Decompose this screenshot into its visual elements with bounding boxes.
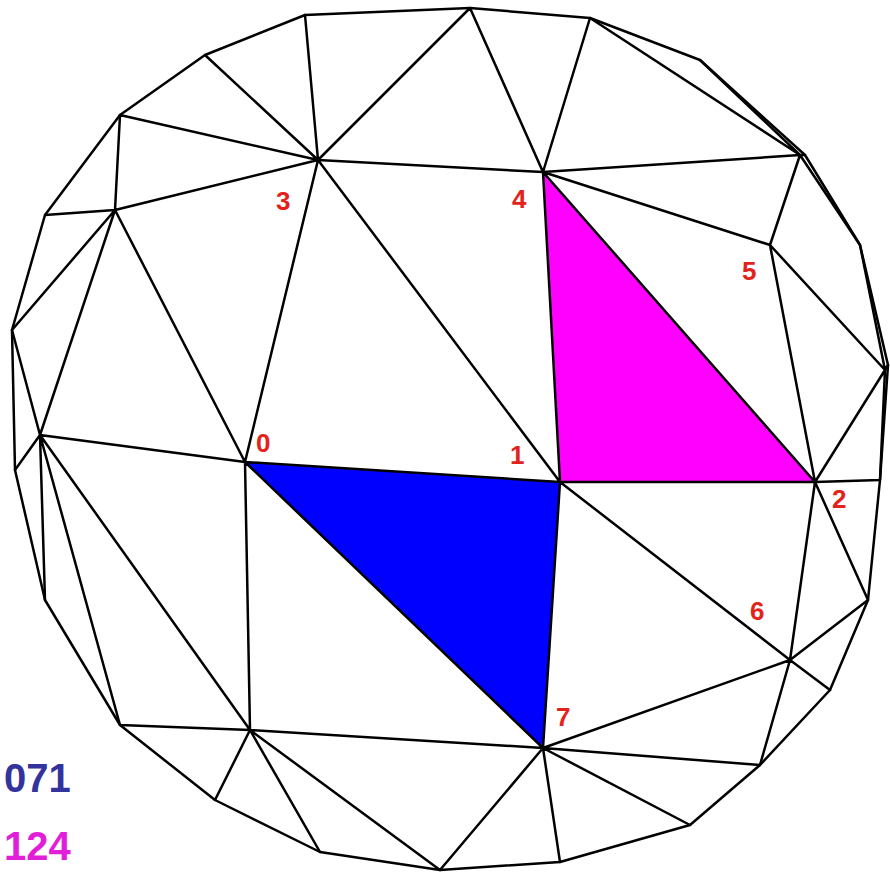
vertex-number: 6 [750,598,764,624]
vertex-number: 2 [832,486,846,512]
mesh-edges [12,8,888,870]
face-code: 071 [4,758,71,798]
blue-face [245,462,560,748]
vertex-number: 1 [510,442,524,468]
vertex-number: 3 [276,188,290,214]
vertex-number: 7 [556,704,570,730]
vertex-number: 0 [256,430,270,456]
outer-rim [12,8,888,870]
vertex-number: 4 [512,186,526,212]
vertex-number: 5 [742,258,756,284]
face-code: 124 [4,826,71,866]
